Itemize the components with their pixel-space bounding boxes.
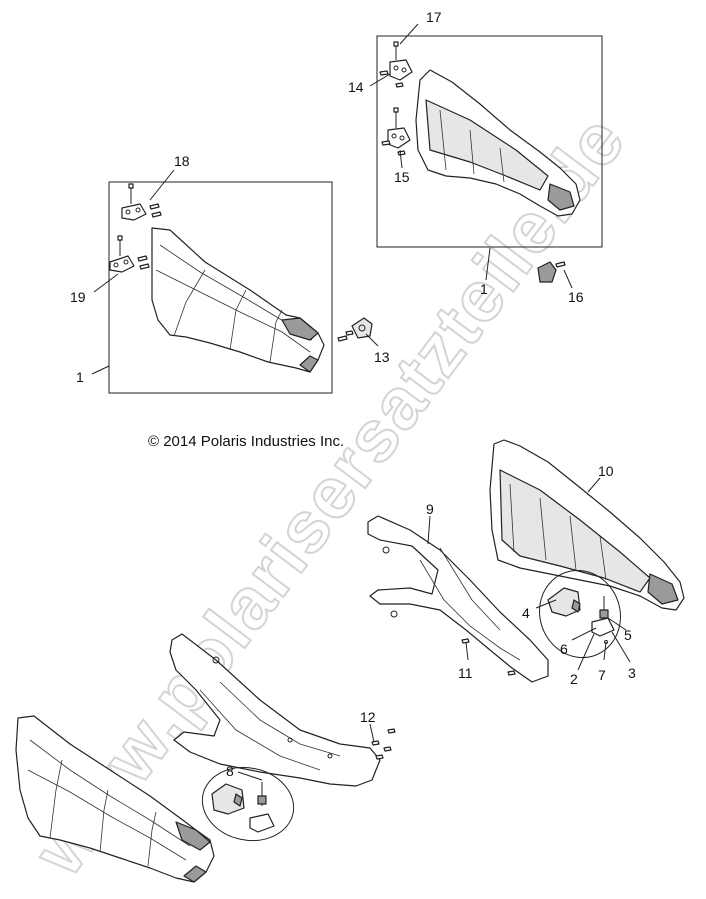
outer-door-panel-lower [15,715,215,883]
leader-lines [91,23,631,781]
inner-door-frame-9 [367,515,549,683]
callout-17: 17 [426,9,442,25]
callout-8: 8 [226,763,234,779]
callout-11: 11 [458,665,473,681]
callout-3: 3 [628,665,636,681]
left-door-panel [151,227,325,373]
hinge-upper-18 [121,183,162,221]
callout-12: 12 [360,709,376,725]
hinge-upper-14 [379,41,413,88]
callout-5: 5 [624,627,632,643]
callout-9: 9 [426,501,434,517]
callout-13: 13 [374,349,390,365]
callout-1-upper: 1 [480,281,488,297]
latch-16 [537,261,566,283]
latch-assembly-left [201,767,295,841]
callout-16: 16 [568,289,584,305]
callout-labels: 17 14 15 1 16 18 19 1 13 9 10 4 5 6 2 7 … [70,9,636,779]
latch-assembly-right [539,569,621,659]
hinge-lower-19 [109,235,150,273]
latch-handle-4 [547,587,581,617]
callout-19: 19 [70,289,86,305]
callout-14: 14 [348,79,364,95]
outer-door-panel-10 [489,439,685,611]
latch-detail-outline-right [539,569,621,659]
right-frame-box [376,35,603,248]
callout-2: 2 [570,671,578,687]
callout-4: 4 [522,605,530,621]
hardware-12 [371,728,396,760]
callout-6: 6 [560,641,568,657]
latch-detail-outline-left [201,767,295,841]
latch-13 [337,317,373,342]
latch-striker-3 [591,617,615,637]
callout-7: 7 [598,667,606,683]
copyright-notice: © 2014 Polaris Industries Inc. [148,433,344,450]
left-door-assembly [108,181,373,394]
latch-spring-5 [599,609,609,619]
right-frame-assembly [376,35,603,283]
inner-door-frame-lower [169,633,381,787]
callout-1-left: 1 [76,369,84,385]
hinge-lower-15 [381,107,411,156]
callout-15: 15 [394,169,410,185]
callout-10: 10 [598,463,614,479]
left-door-frame-box [108,181,333,394]
callout-18: 18 [174,153,190,169]
